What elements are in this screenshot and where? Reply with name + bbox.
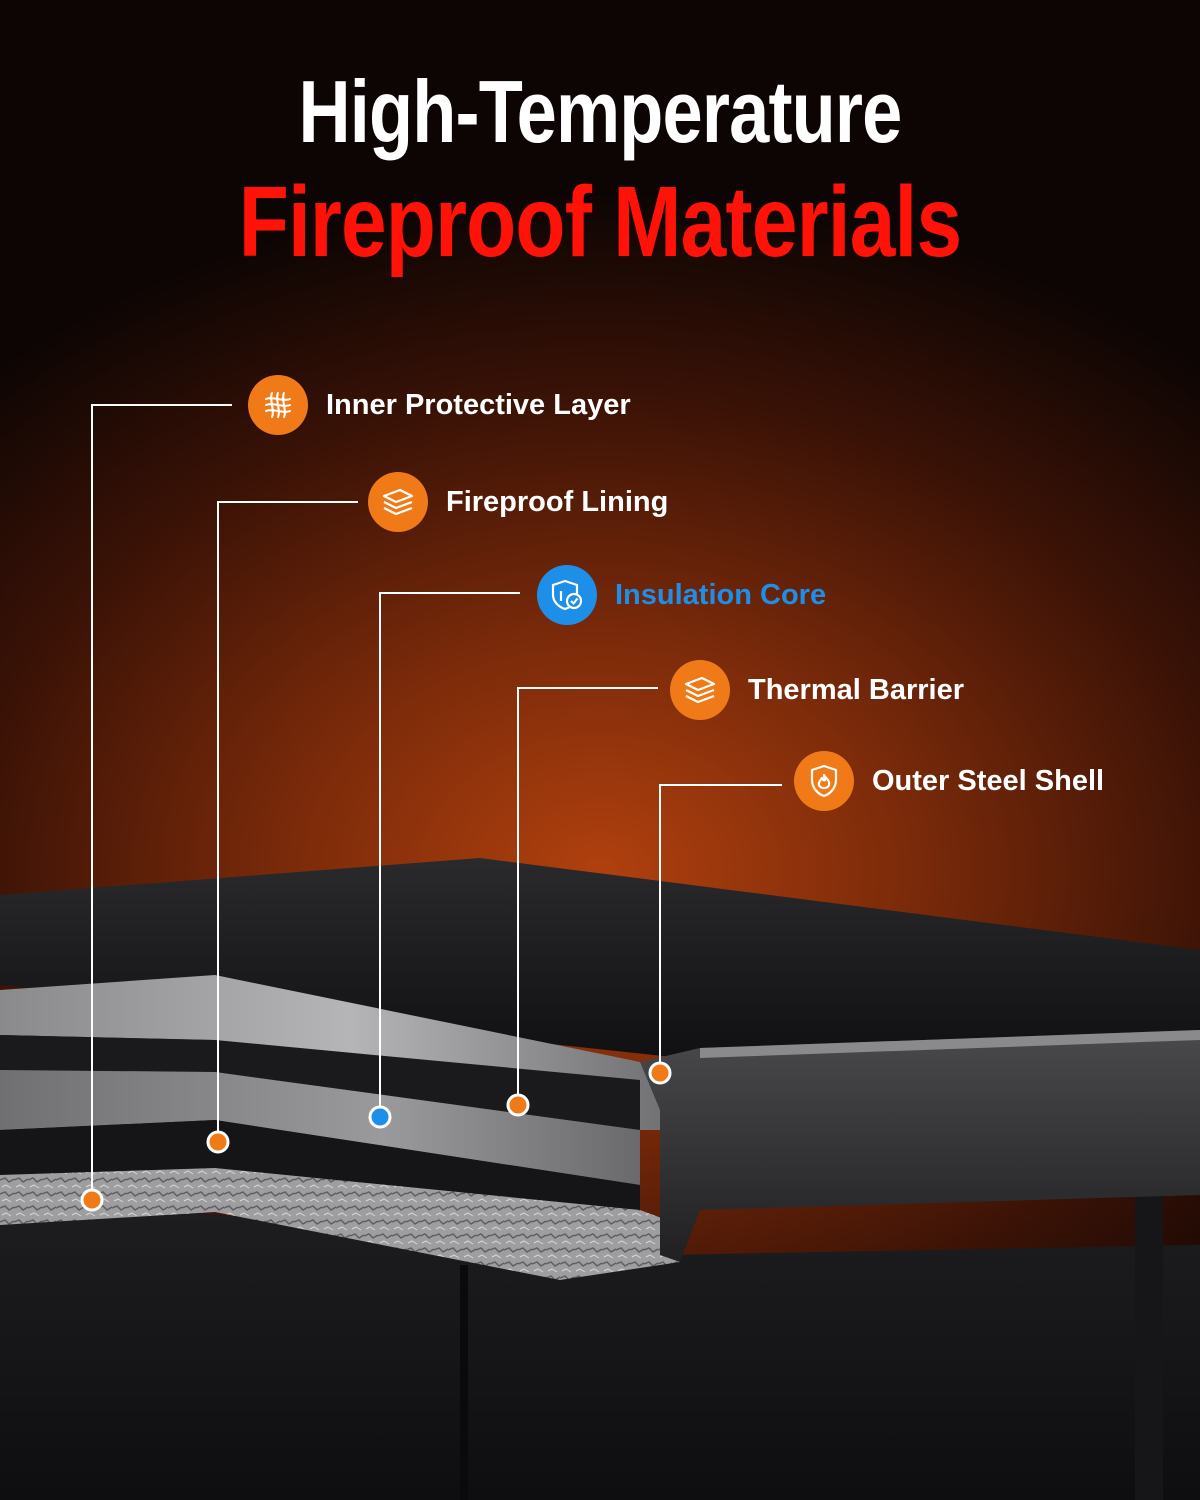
layer-black-1	[0, 1035, 640, 1130]
label-text-inner-protective-layer: Inner Protective Layer	[326, 388, 631, 421]
layer-gray-core	[0, 1070, 640, 1185]
marker-fireproof-lining	[206, 1130, 230, 1154]
label-text-fireproof-lining: Fireproof Lining	[446, 485, 669, 518]
label-text-outer-steel-shell: Outer Steel Shell	[872, 764, 1105, 797]
leader-lines	[91, 404, 782, 1200]
label-insulation-core: Insulation Core	[537, 564, 826, 626]
leader-line-fireproof-lining	[217, 501, 358, 1142]
label-thermal-barrier: Thermal Barrier	[670, 659, 964, 721]
layer-black-2	[0, 1120, 640, 1210]
marker-inner-protective	[80, 1188, 104, 1212]
layers-icon	[670, 660, 730, 720]
layers-icon	[368, 472, 428, 532]
safe-interior	[0, 1195, 1200, 1500]
leader-line-outer-shell	[659, 784, 782, 1073]
leader-line-thermal-barrier	[517, 687, 658, 1105]
label-text-insulation-core: Insulation Core	[615, 578, 827, 611]
leader-line-insulation-core	[379, 592, 520, 1117]
layer-rough-board	[0, 1168, 680, 1280]
label-outer-steel-shell: Outer Steel Shell	[794, 750, 1104, 812]
label-inner-protective-layer: Inner Protective Layer	[248, 374, 631, 436]
label-fireproof-lining: Fireproof Lining	[368, 471, 668, 533]
marker-outer-shell	[648, 1061, 672, 1085]
door-frame-post	[1135, 1190, 1163, 1500]
fire-shield-icon	[794, 751, 854, 811]
label-text-thermal-barrier: Thermal Barrier	[748, 673, 964, 706]
mesh-icon	[248, 375, 308, 435]
interior-seam	[460, 1265, 468, 1500]
outer-shell-edge	[700, 1030, 1200, 1058]
marker-insulation-core	[368, 1105, 392, 1129]
title-line-1: High-Temperature	[298, 62, 902, 161]
outer-shell-profile	[640, 1030, 1200, 1262]
shield-check-icon	[537, 565, 597, 625]
marker-thermal-barrier	[506, 1093, 530, 1117]
leader-line-inner-protective	[91, 404, 232, 1200]
title-line-2: Fireproof Materials	[238, 166, 962, 278]
